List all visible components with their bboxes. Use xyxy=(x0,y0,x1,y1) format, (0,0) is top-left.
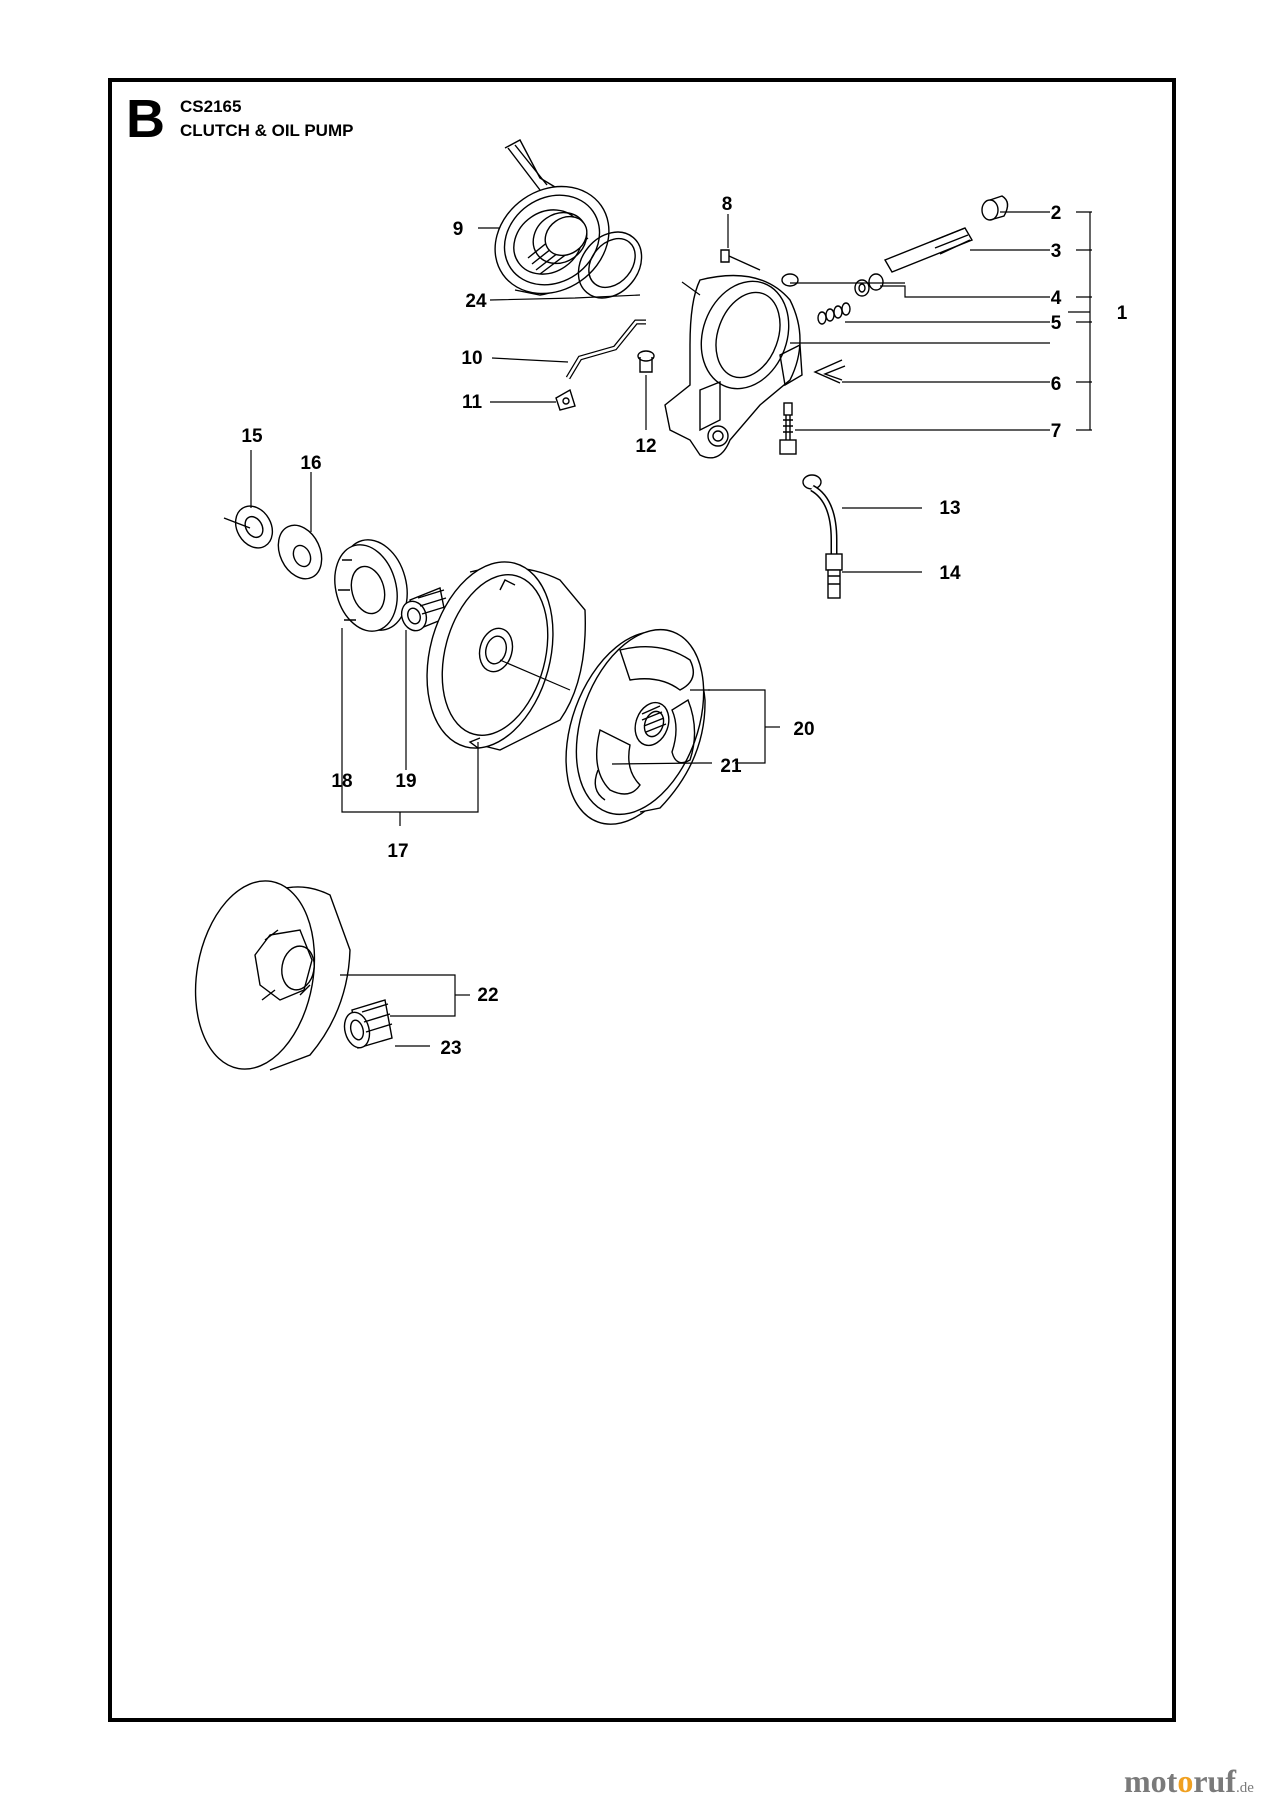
part-label-5: 5 xyxy=(1051,313,1062,334)
spring-part-5 xyxy=(817,302,851,325)
part-label-14: 14 xyxy=(939,563,961,584)
screw-part-8 xyxy=(720,249,761,271)
part-label-20: 20 xyxy=(793,719,814,740)
watermark-text-post: ruf xyxy=(1193,1763,1236,1799)
hub-part-21 xyxy=(634,701,670,747)
part-label-9: 9 xyxy=(453,219,464,240)
part-label-3: 3 xyxy=(1051,241,1062,262)
diagram-frame xyxy=(108,78,1176,1722)
part-label-10: 10 xyxy=(461,348,482,369)
part-label-16: 16 xyxy=(300,453,321,474)
washer-part-24 xyxy=(577,231,643,299)
watermark-text-pre: mot xyxy=(1124,1763,1178,1799)
part-label-11: 11 xyxy=(462,392,483,413)
part-label-4: 4 xyxy=(1051,288,1062,309)
oil-filter-part-14 xyxy=(825,553,843,599)
watermark-text-o: o xyxy=(1177,1763,1194,1799)
part-label-1: 1 xyxy=(1117,303,1128,324)
part-label-7: 7 xyxy=(1051,421,1062,442)
part-label-23: 23 xyxy=(440,1038,461,1059)
site-watermark: motoruf.de xyxy=(1124,1763,1254,1800)
watermark-text-tld: .de xyxy=(1235,1780,1254,1796)
adjuster-screw-part-7 xyxy=(779,402,797,455)
clutch-assembly-part-20 xyxy=(565,628,706,825)
part-label-22: 22 xyxy=(477,985,498,1006)
page-title: CLUTCH & OIL PUMP xyxy=(180,121,354,140)
part-label-13: 13 xyxy=(939,498,960,519)
model-number: CS2165 xyxy=(180,97,242,116)
leader-lines xyxy=(250,211,1092,1047)
plunger-part-3 xyxy=(883,227,974,273)
part-label-18: 18 xyxy=(331,771,352,792)
part-label-8: 8 xyxy=(722,194,733,215)
clip-part-11 xyxy=(555,388,576,411)
nipple-part-12 xyxy=(637,350,655,373)
part-label-21: 21 xyxy=(720,756,742,777)
clutch-drum-part-17 xyxy=(426,561,586,751)
worm-gear-part-9 xyxy=(494,139,610,296)
section-letter: B xyxy=(126,89,165,149)
part-label-24: 24 xyxy=(465,291,487,312)
part-label-17: 17 xyxy=(387,841,408,862)
part-label-2: 2 xyxy=(1051,203,1062,224)
oil-pump-housing xyxy=(664,273,803,459)
needle-bearing-part-23 xyxy=(343,999,393,1049)
washer-part-16 xyxy=(277,524,323,580)
oil-pipe-part-10 xyxy=(565,319,646,380)
part-label-15: 15 xyxy=(241,426,263,447)
rim-sprocket-part-18 xyxy=(334,539,408,632)
part-label-12: 12 xyxy=(635,436,656,457)
lock-washer-part-15 xyxy=(223,505,274,549)
oil-hose-part-13 xyxy=(802,474,838,578)
part-label-6: 6 xyxy=(1051,374,1062,395)
seal-part-6 xyxy=(813,359,846,384)
cap-part-2 xyxy=(981,195,1009,221)
washer-part-4 xyxy=(854,273,884,297)
part-label-19: 19 xyxy=(395,771,416,792)
spur-sprocket-drum-part-22 xyxy=(194,880,351,1071)
